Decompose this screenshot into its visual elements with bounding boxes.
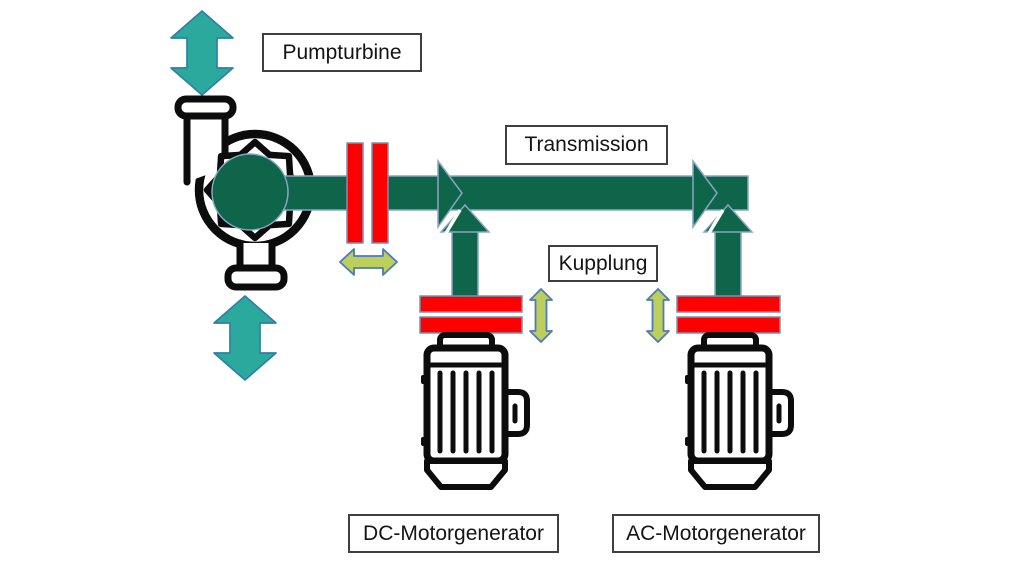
dc-coupling	[419, 295, 523, 334]
shaft-arrowhead-right	[692, 158, 718, 230]
clearance-arrow-dc-icon	[529, 288, 553, 343]
pump-coupling	[346, 140, 389, 246]
ac-motor-icon	[685, 335, 791, 487]
dc-motorgenerator-label: DC-Motorgenerator	[348, 514, 559, 553]
dc-motor-icon	[421, 335, 527, 487]
clearance-arrow-pump-icon	[339, 248, 398, 276]
pump-hub	[211, 153, 289, 231]
water-flow-top-icon	[170, 10, 234, 96]
dc-shaft	[439, 203, 491, 304]
ac-shaft	[702, 203, 754, 304]
water-flow-bottom-icon	[213, 295, 277, 381]
ac-coupling	[676, 295, 781, 334]
pumpturbine-label: Pumpturbine	[262, 33, 422, 72]
kupplung-label: Kupplung	[548, 245, 658, 282]
shaft-arrowhead-mid	[437, 158, 463, 230]
transmission-label: Transmission	[505, 125, 668, 165]
clearance-arrow-ac-icon	[646, 288, 670, 343]
ac-motorgenerator-label: AC-Motorgenerator	[612, 514, 820, 553]
